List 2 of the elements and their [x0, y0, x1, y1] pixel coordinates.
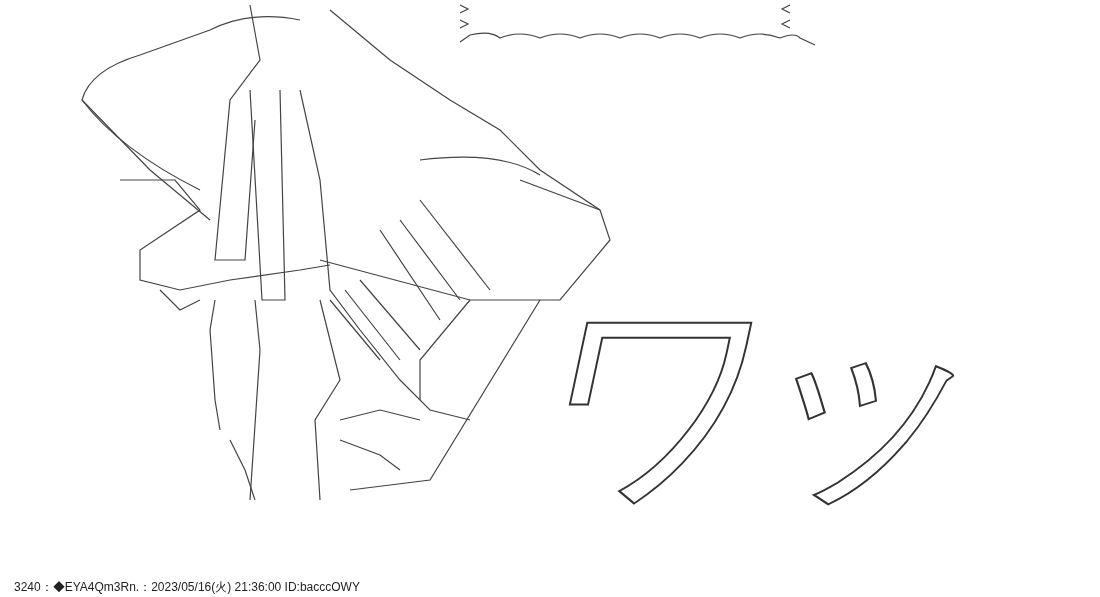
- post-header: 3240：◆EYA4Qm3Rn.：2023/05/16(火) 21:36:00 ID:bacccOWY: [14, 579, 360, 596]
- sound-effect-text: ワッ: [515, 285, 995, 515]
